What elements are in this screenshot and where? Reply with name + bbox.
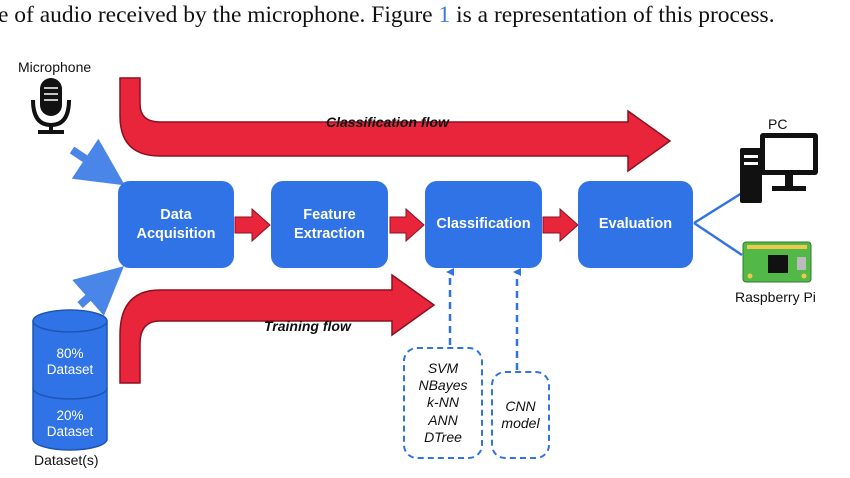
algorithm-ann: ANN (428, 411, 458, 428)
dataset-label: Dataset(s) (34, 452, 99, 468)
evaluation-to-raspberry-line (693, 221, 743, 257)
training-flow-label: Training flow (264, 318, 351, 334)
classification-box: Classification (425, 181, 542, 268)
evaluation-label: Evaluation (598, 216, 673, 233)
classic-algorithms-box: SVM NBayes k-NN ANN DTree (403, 347, 483, 459)
microphone-label: Microphone (18, 59, 92, 75)
dataset-to-acquisition-arrow (72, 266, 124, 316)
data-acquisition-box: Data Acquisition (118, 181, 234, 268)
algorithm-knn: k-NN (427, 394, 459, 411)
acquisition-to-extraction-arrow (234, 207, 271, 243)
pc-label: PC (768, 116, 788, 132)
algorithm-nbayes: NBayes (418, 377, 468, 394)
classification-to-evaluation-arrow (542, 207, 579, 243)
evaluation-to-pc-line (693, 191, 743, 225)
feature-extraction-label: Feature Extraction (294, 207, 365, 242)
caption-text: e of audio received by the microphone. F… (0, 2, 850, 29)
data-acquisition-label: Data Acquisition (136, 207, 216, 242)
dataset-top-name: Dataset (46, 362, 94, 378)
classification-label: Classification (436, 216, 531, 233)
dataset-bottom-percent: 20% (56, 408, 84, 423)
microphone-icon (31, 78, 71, 134)
dataset-top-percent: 80% (56, 346, 84, 361)
caption-before: e of audio received by the microphone. F… (0, 2, 439, 28)
figure-reference-link[interactable]: 1 (438, 2, 451, 28)
mic-to-acquisition-arrow (69, 138, 125, 186)
evaluation-box: Evaluation (578, 181, 693, 268)
caption-after: is a representation of this process. (450, 2, 775, 28)
feature-extraction-box: Feature Extraction (271, 181, 388, 268)
pc-icon (740, 133, 818, 203)
raspberry-pi-icon (742, 241, 812, 283)
extraction-to-classification-arrow (389, 207, 425, 243)
dataset-bottom-name: Dataset (46, 424, 94, 440)
dataset-test-split: 20% Dataset (33, 408, 107, 440)
model-label: model (501, 415, 540, 431)
algorithm-svm: SVM (427, 360, 459, 377)
dataset-training-split: 80% Dataset (33, 346, 107, 378)
classification-flow-label: Classification flow (326, 114, 449, 130)
classification-flow-arrow (119, 77, 672, 173)
training-flow-arrow (119, 273, 436, 384)
algorithm-dtree: DTree (424, 428, 462, 445)
raspberry-pi-label: Raspberry Pi (735, 289, 816, 305)
cnn-label: CNN (505, 397, 536, 414)
database-icon (32, 309, 108, 451)
cnn-model-box: CNN model (491, 371, 550, 459)
